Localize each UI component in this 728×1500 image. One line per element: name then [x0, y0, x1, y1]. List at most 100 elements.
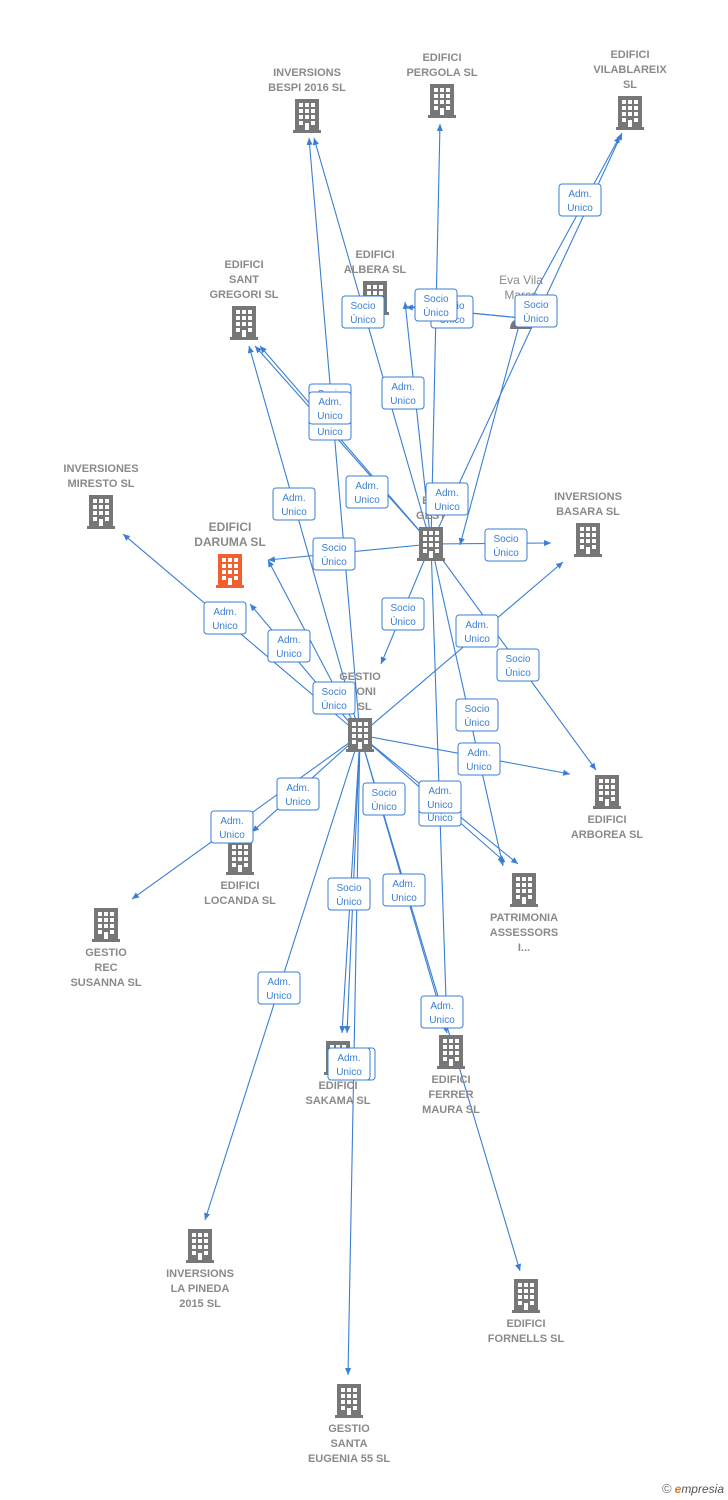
relation-badge[interactable]: Adm.Unico	[308, 391, 352, 425]
relation-badge-box	[381, 597, 425, 631]
relation-badge-text: Adm.	[282, 493, 305, 504]
relation-badge-box	[267, 629, 311, 663]
node-label-line: INVERSIONS	[273, 67, 341, 79]
building-icon	[230, 306, 258, 340]
relation-badge-box	[381, 376, 425, 410]
relation-badge-text: Adm.	[277, 635, 300, 646]
relation-badge-text: Adm.	[318, 397, 341, 408]
relation-badge[interactable]: Adm.Unico	[381, 376, 425, 410]
relation-badge[interactable]: Adm.Unico	[327, 1047, 371, 1081]
building-icon	[437, 1035, 465, 1069]
relation-badge-text: Adm.	[392, 879, 415, 890]
relation-badge-text: Adm.	[391, 382, 414, 393]
node-label-line: SUSANNA SL	[70, 977, 141, 989]
relation-badge[interactable]: Adm. Unico	[272, 487, 316, 521]
relation-badge-text: Unico	[354, 495, 380, 506]
relation-badge-text: Único	[505, 666, 531, 679]
relation-badge[interactable]: Adm.Unico	[382, 873, 426, 907]
relation-badge-text: Adm.	[267, 977, 290, 988]
relation-badge-text: Socio	[321, 687, 346, 698]
relation-badge-text: Único	[336, 895, 362, 908]
node-bespi[interactable]: INVERSIONS BESPI 2016 SL	[268, 67, 346, 133]
relation-badge-box	[312, 681, 356, 715]
relation-edge-evi-gregori	[259, 345, 432, 545]
node-label-line: GESTIO	[339, 671, 381, 683]
node-label-line: EDIFICI	[355, 249, 394, 261]
relation-badge[interactable]: Adm.Unico	[345, 475, 389, 509]
relation-badge[interactable]: Adm. Unico	[558, 183, 602, 217]
relation-badge-text: Unico	[281, 507, 307, 518]
relation-badge-box	[414, 288, 458, 322]
building-icon	[417, 527, 445, 561]
relation-badge[interactable]: Adm.Unico	[418, 780, 462, 814]
relation-badge[interactable]: Adm.Unico	[276, 777, 320, 811]
relation-edge-gestio-gregori	[247, 345, 361, 736]
relation-badge[interactable]: Adm.Unico	[203, 601, 247, 635]
node-label-line: 2015 SL	[179, 1298, 221, 1310]
relation-edge-eva-evi	[458, 317, 522, 546]
relation-badge[interactable]: Adm.Unico	[267, 629, 311, 663]
relation-badge-text: Único	[464, 716, 490, 729]
building-icon	[510, 873, 538, 907]
relation-badge[interactable]: Adm. Unico	[257, 971, 301, 1005]
building-icon	[216, 554, 244, 588]
relation-badge-text: Socio	[321, 543, 346, 554]
relation-badge-text: Único	[350, 313, 376, 326]
relation-badge[interactable]: Adm.Unico	[420, 995, 464, 1029]
node-label-line: PATRIMONIA	[490, 912, 558, 924]
relation-badge-text: Unico	[266, 991, 292, 1002]
relation-badge-text: Unico	[567, 203, 593, 214]
relation-badge-box	[257, 971, 301, 1005]
relation-badge-text: Adm.	[465, 620, 488, 631]
node-label-line: ALBERA SL	[344, 264, 407, 276]
relation-badge-text: Único	[371, 800, 397, 813]
node-label-line: EDIFICI	[209, 520, 252, 534]
relation-badge-text: Adm.	[467, 748, 490, 759]
relation-badge[interactable]: Adm.Unico	[457, 742, 501, 776]
relation-badge[interactable]: Adm.Unico	[455, 614, 499, 648]
relation-badge[interactable]: Adm.Unico	[425, 482, 469, 516]
relation-badge-text: Adm.	[435, 488, 458, 499]
relation-badge-text: Adm.	[568, 189, 591, 200]
building-icon	[226, 841, 254, 875]
building-icon	[512, 1279, 540, 1313]
relation-badge-text: Unico	[336, 1067, 362, 1078]
relation-badge-text: Unico	[317, 427, 343, 438]
relation-badge-text: Unico	[427, 800, 453, 811]
relation-badge[interactable]: Adm.Unico	[210, 810, 254, 844]
node-albera[interactable]: EDIFICI ALBERA SL	[344, 249, 407, 315]
footer-brand[interactable]: ©empresia	[662, 1481, 724, 1496]
node-label-line: SANT	[229, 274, 259, 286]
building-icon	[616, 96, 644, 130]
node-patrimonia[interactable]: PATRIMONIAASSESSORSI...	[490, 873, 558, 954]
node-label-line: EDIFICI	[587, 814, 626, 826]
node-label-line: EDIFICI	[610, 49, 649, 61]
node-label-line: BESPI 2016 SL	[268, 82, 346, 94]
node-label-line: GESTIO	[85, 947, 127, 959]
